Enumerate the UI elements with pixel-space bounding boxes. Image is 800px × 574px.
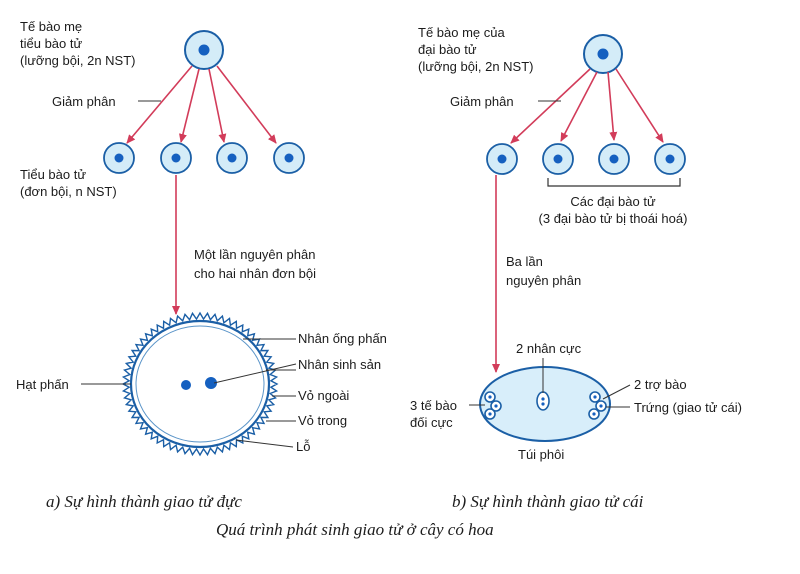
female-meiosis-label: Giảm phân	[450, 94, 514, 109]
megaspores-label: Các đại bào tử (3 đại bào tử bị thoái ho…	[538, 194, 688, 226]
male-meiosis-arrows	[126, 65, 277, 144]
synergids-and-egg	[588, 391, 607, 420]
polar-nuclei	[536, 391, 550, 411]
degenerated-megaspores-bracket	[547, 178, 681, 187]
tube-nucleus-label: Nhân ống phấn	[298, 331, 387, 346]
female-meiosis-arrows	[510, 68, 664, 144]
microspore-cells	[103, 142, 305, 174]
female-mother-cell-label: Tế bào mẹ của đại bào tử (lưỡng bội, 2n …	[418, 25, 534, 74]
embryo-sac-label: Túi phôi	[518, 447, 565, 462]
megaspore-1	[486, 143, 518, 175]
pore-label: Lỗ	[296, 439, 311, 454]
main-caption: Quá trình phát sinh giao tử ở cây có hoa	[216, 520, 494, 539]
female-mother-cell	[583, 34, 623, 74]
polar-nuclei-label: 2 nhân cực	[516, 341, 582, 356]
male-mother-cell-label: Tế bào mẹ tiểu bào tử (lưỡng bội, 2n NST…	[20, 19, 136, 68]
megaspore-3	[598, 143, 630, 175]
megaspore-4	[654, 143, 686, 175]
megaspore-cells	[486, 143, 686, 175]
inner-wall-label: Vỏ trong	[298, 413, 348, 428]
pollen-grain-label: Hạt phấn	[16, 377, 69, 392]
female-mitosis-label: Ba lần nguyên phân	[506, 254, 582, 288]
female-caption: b) Sự hình thành giao tử cái	[452, 492, 644, 511]
synergids-label: 2 trợ bào	[634, 377, 687, 392]
microspore-4	[273, 142, 305, 174]
male-mitosis-label: Một lần nguyên phân cho hai nhân đơn bội	[194, 247, 317, 281]
pollen-leaders	[213, 338, 297, 448]
pollen-grain	[121, 311, 279, 457]
tube-nucleus-dot	[181, 380, 191, 390]
antipodals-label: 3 tế bào đối cực	[410, 398, 457, 430]
antipodal-cells	[484, 391, 502, 420]
generative-nucleus-label: Nhân sinh sản	[298, 357, 382, 372]
microspores-label: Tiểu bào tử (đơn bội, n NST)	[20, 167, 117, 199]
generative-nucleus-dot	[205, 377, 217, 389]
outer-wall-label: Vỏ ngoài	[298, 388, 350, 403]
microspore-2	[160, 142, 192, 174]
embryo-sac	[479, 366, 611, 442]
male-caption: a) Sự hình thành giao tử đực	[46, 492, 242, 511]
embryo-sac-leaders	[469, 358, 631, 408]
male-mother-cell	[184, 30, 224, 70]
microspore-3	[216, 142, 248, 174]
egg-label: Trứng (giao tử cái)	[634, 400, 742, 415]
megaspore-2	[542, 143, 574, 175]
male-meiosis-label: Giảm phân	[52, 94, 116, 109]
microspore-1	[103, 142, 135, 174]
